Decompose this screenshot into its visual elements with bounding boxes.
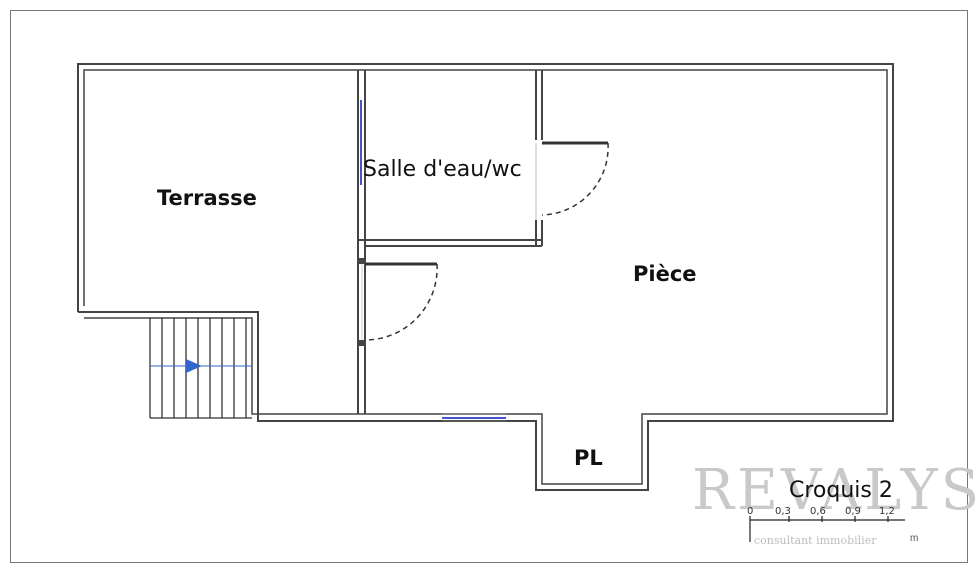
door-terrasse (358, 258, 438, 346)
stair-arrow (150, 359, 252, 373)
scale-label-3: 0,9 (845, 506, 861, 517)
watermark-tagline: consultant immobilier (754, 534, 877, 547)
scale-label-1: 0,3 (775, 506, 791, 517)
watermark-brand: REVALYS (692, 458, 980, 523)
scale-label-2: 0,6 (810, 506, 826, 517)
scale-bar (749, 516, 905, 542)
door-salle (535, 141, 609, 220)
scale-unit: m (910, 533, 919, 544)
room-label-piece: Pièce (633, 262, 697, 286)
walls (77, 63, 894, 491)
door-jamb-bottom (358, 340, 365, 346)
inner-wall-outline (83, 69, 888, 485)
scale-label-4: 1,2 (879, 506, 895, 517)
room-label-salle: Salle d'eau/wc (363, 157, 522, 182)
windows (360, 100, 506, 422)
outer-wall-outline (77, 63, 894, 491)
stair-arrow-head (186, 359, 202, 373)
drawing-frame (10, 10, 968, 563)
stairs (149, 318, 252, 419)
door-salle-arc (541, 142, 609, 216)
door-jamb-top (358, 258, 365, 264)
sketch-title: Croquis 2 (789, 478, 893, 503)
room-label-terrasse: Terrasse (157, 186, 257, 210)
scale-label-0: 0 (747, 506, 754, 517)
room-label-pl: PL (574, 446, 603, 470)
door-terrasse-arc (364, 263, 438, 341)
